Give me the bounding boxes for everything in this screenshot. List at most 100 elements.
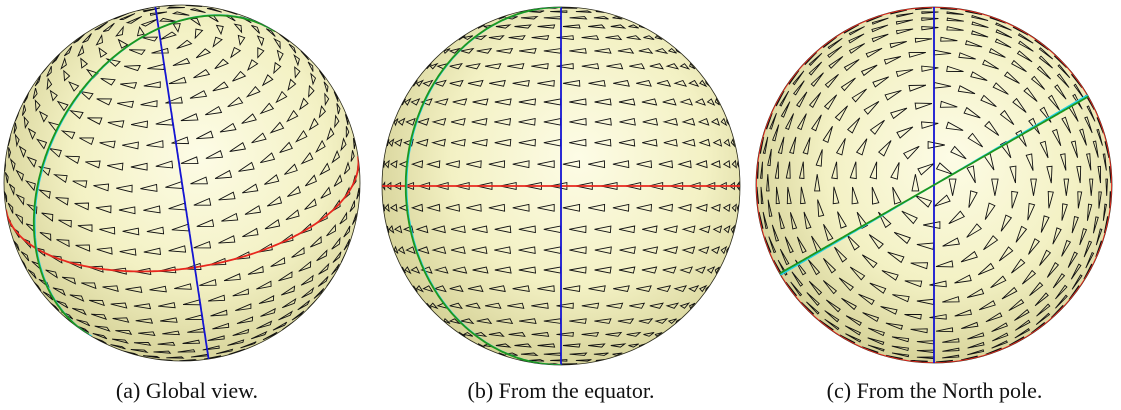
vector-glyph bbox=[60, 130, 76, 140]
vector-glyph bbox=[983, 235, 999, 251]
vector-glyph bbox=[771, 224, 780, 242]
vector-glyph bbox=[149, 11, 168, 16]
panel-c: (c) From the North pole. bbox=[748, 0, 1121, 410]
vector-glyph bbox=[673, 79, 688, 87]
vector-glyph bbox=[1012, 97, 1027, 113]
vector-glyph bbox=[638, 318, 654, 324]
vector-glyph bbox=[110, 344, 126, 350]
vector-glyph bbox=[946, 65, 964, 72]
vector-glyph bbox=[891, 352, 910, 358]
vector-glyph bbox=[27, 127, 36, 140]
vector-glyph bbox=[142, 7, 161, 13]
vector-glyph bbox=[153, 350, 172, 354]
vector-glyphs bbox=[382, 7, 740, 365]
vector-glyph bbox=[1011, 258, 1026, 274]
vector-glyph bbox=[710, 160, 721, 169]
vector-glyph bbox=[227, 339, 245, 346]
vector-glyph bbox=[33, 281, 42, 291]
vector-glyph bbox=[207, 335, 225, 342]
vector-glyph bbox=[948, 210, 965, 225]
vector-glyph bbox=[823, 224, 834, 242]
vector-glyph bbox=[318, 262, 330, 275]
vector-glyph bbox=[942, 338, 960, 343]
vector-glyph bbox=[1014, 328, 1031, 339]
vector-glyph bbox=[710, 203, 721, 212]
vector-glyph bbox=[117, 100, 134, 108]
vector-glyph bbox=[618, 225, 636, 234]
vector-glyph bbox=[1014, 309, 1030, 321]
vector-glyph bbox=[247, 265, 264, 275]
vector-glyph bbox=[258, 295, 275, 305]
vector-glyph bbox=[241, 113, 257, 124]
vector-glyph bbox=[758, 211, 764, 229]
vector-glyph bbox=[896, 12, 914, 18]
vector-glyph bbox=[628, 24, 640, 29]
vector-glyph bbox=[76, 325, 90, 333]
vector-glyph bbox=[518, 246, 536, 254]
vector-glyph bbox=[1084, 116, 1093, 134]
vector-glyph bbox=[649, 63, 664, 70]
vector-glyphs bbox=[4, 5, 360, 361]
vector-glyph bbox=[665, 302, 680, 309]
vector-glyph bbox=[42, 291, 54, 301]
vector-glyph bbox=[1038, 55, 1053, 69]
vector-glyph bbox=[775, 186, 780, 205]
vector-glyph bbox=[1086, 203, 1093, 221]
vector-glyph bbox=[1098, 191, 1102, 209]
vector-glyph bbox=[433, 98, 449, 106]
vector-glyph bbox=[971, 21, 989, 29]
vector-glyph bbox=[756, 186, 760, 205]
vector-glyph bbox=[1008, 298, 1025, 311]
vector-glyph bbox=[58, 219, 72, 228]
vector-glyph bbox=[641, 98, 658, 106]
vector-glyph bbox=[588, 24, 606, 29]
vector-glyph bbox=[806, 292, 820, 306]
vector-glyph bbox=[232, 70, 247, 82]
vector-glyph bbox=[149, 285, 167, 293]
vector-glyph bbox=[233, 23, 243, 34]
vector-glyph bbox=[242, 227, 259, 238]
vector-glyph bbox=[654, 332, 663, 337]
vector-glyph bbox=[176, 39, 193, 50]
vector-glyph bbox=[519, 318, 537, 324]
vector-glyph bbox=[710, 117, 721, 126]
caption-c: (c) From the North pole. bbox=[826, 378, 1043, 403]
vector-glyph bbox=[313, 288, 325, 299]
vector-glyph bbox=[472, 98, 489, 106]
vector-glyph bbox=[55, 197, 69, 206]
vector-glyph bbox=[465, 302, 481, 309]
vector-glyph bbox=[158, 17, 177, 22]
vector-glyph bbox=[79, 137, 95, 146]
vector-glyph bbox=[867, 344, 885, 352]
vector-glyph bbox=[107, 162, 124, 171]
vector-glyph bbox=[689, 62, 696, 70]
vector-glyph bbox=[1052, 227, 1062, 245]
vector-glyph bbox=[940, 7, 958, 10]
vector-glyph bbox=[449, 79, 464, 87]
vector-glyph bbox=[443, 318, 451, 324]
vector-glyph bbox=[21, 104, 27, 116]
vector-glyph bbox=[868, 234, 884, 250]
vector-glyph bbox=[736, 204, 740, 212]
vector-glyph bbox=[105, 58, 121, 67]
vector-glyph bbox=[884, 89, 902, 101]
vector-glyph bbox=[617, 48, 635, 54]
vector-glyph bbox=[780, 101, 791, 118]
vector-glyph bbox=[914, 102, 933, 110]
vector-glyph bbox=[677, 160, 692, 169]
vector-glyph bbox=[133, 341, 152, 346]
vector-glyph bbox=[720, 245, 728, 255]
vector-glyph bbox=[259, 102, 275, 115]
vector-glyph bbox=[1036, 303, 1051, 317]
vector-glyph bbox=[495, 343, 512, 348]
vector-glyph bbox=[1008, 336, 1025, 346]
vector-glyph bbox=[712, 138, 723, 147]
vector-glyph bbox=[37, 165, 51, 177]
vector-glyph bbox=[317, 276, 329, 287]
vector-glyph bbox=[1102, 153, 1107, 171]
vector-glyph bbox=[452, 98, 468, 106]
vector-glyph bbox=[786, 186, 792, 205]
vector-glyph bbox=[507, 63, 525, 70]
vector-glyph bbox=[275, 90, 288, 104]
vector-glyph bbox=[131, 120, 148, 129]
